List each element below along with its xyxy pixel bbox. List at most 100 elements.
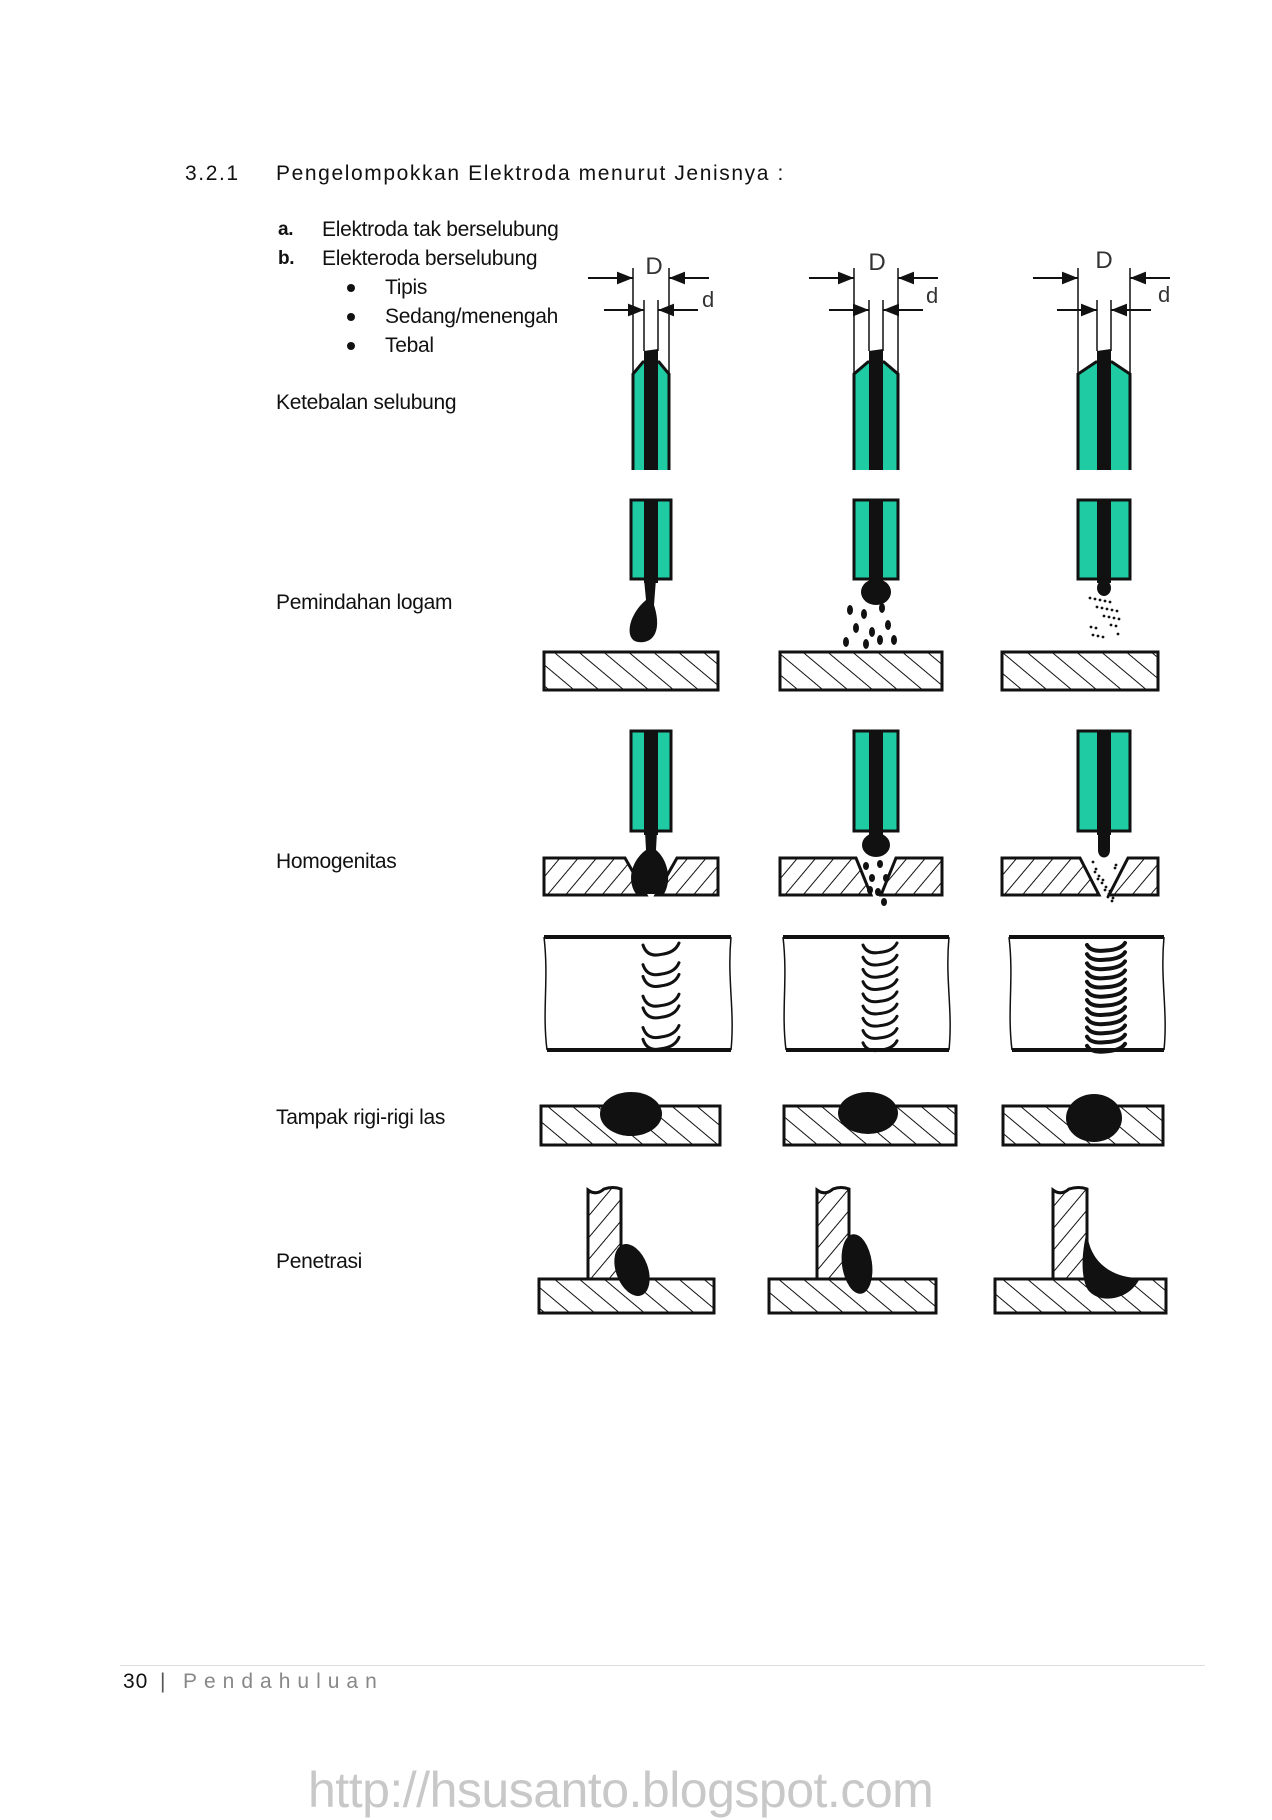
weld-ripple: [861, 1039, 899, 1053]
electrode-core: [869, 731, 883, 835]
plate-edge: [947, 936, 951, 1051]
weld-ripple: [641, 1035, 681, 1051]
grooved-plate-right: [878, 856, 944, 897]
spray-particle: [1106, 895, 1110, 899]
spatter-droplet: [869, 627, 875, 637]
bullet-icon: [347, 342, 355, 350]
section-title: Pengelompokkan Elektroda menurut Jenisny…: [276, 162, 785, 185]
weld-ripple: [1085, 968, 1127, 981]
base-plate: [1000, 650, 1160, 692]
sublist-item-tipis: Tipis: [385, 276, 428, 299]
spray-particle: [1100, 606, 1104, 610]
spray-particle: [1094, 867, 1098, 871]
outer-diameter-label: D: [1095, 247, 1112, 274]
spatter-droplet: [861, 609, 867, 619]
molten-droplet: [861, 579, 891, 605]
weld-ripple: [641, 972, 681, 988]
spatter-droplet: [843, 637, 849, 647]
spray-particle: [1095, 605, 1099, 609]
vertical-plate: [1051, 1186, 1089, 1281]
outer-diameter-label: D: [868, 249, 885, 276]
spray-particle: [1096, 634, 1100, 638]
weld-ripple: [1085, 1014, 1127, 1027]
spray-particle: [1110, 899, 1114, 903]
weld-ripple: [1085, 941, 1127, 953]
spray-particle: [1101, 635, 1105, 639]
spray-particle: [1114, 863, 1118, 867]
spatter-droplet: [869, 874, 875, 882]
weld-ripple: [861, 978, 899, 991]
weld-ripple: [1085, 996, 1127, 1008]
sublist-item-tebal: Tebal: [385, 334, 434, 357]
weld-ripple: [1085, 986, 1127, 999]
grooved-plate-left: [1000, 856, 1102, 897]
spray-particle: [1102, 614, 1106, 618]
spatter-droplet: [877, 635, 883, 645]
list-marker-b: b.: [278, 248, 295, 269]
spatter-droplet: [875, 888, 881, 896]
spray-particle: [1103, 599, 1107, 603]
spatter-droplet: [881, 898, 887, 906]
weld-ripple: [1085, 1005, 1127, 1018]
spray-particle: [1108, 600, 1112, 604]
spray-particle: [1094, 626, 1098, 630]
electrode-core: [644, 500, 658, 583]
electrode-core: [644, 349, 658, 470]
core-diameter-label: d: [926, 283, 938, 308]
weld-bead: [841, 1234, 873, 1294]
plate-edge: [543, 936, 548, 1051]
outer-diameter-label: D: [645, 253, 662, 280]
row-label-pemindahan: Pemindahan logam: [276, 591, 453, 614]
spray-particle: [1093, 597, 1097, 601]
chapter-name: Pendahuluan: [183, 1670, 384, 1693]
spatter-droplet: [877, 860, 883, 868]
grooved-plate-right: [1106, 856, 1160, 897]
bullet-icon: [347, 313, 355, 321]
spray-particle: [1116, 632, 1120, 636]
watermark-url: http://hsusanto.blogspot.com: [308, 1762, 934, 1818]
footer-divider: [120, 1665, 1205, 1666]
spray-particle: [1100, 881, 1104, 885]
spray-particle: [1101, 878, 1105, 882]
spatter-droplet: [863, 862, 869, 870]
electrode-core: [1097, 731, 1111, 835]
spray-particle: [1107, 615, 1111, 619]
sublist-item-sedang: Sedang/menengah: [385, 305, 558, 328]
weld-ripple: [1085, 959, 1127, 972]
spray-particle: [1098, 598, 1102, 602]
plate-edge: [729, 936, 733, 1051]
spatter-droplet: [879, 603, 885, 613]
vertical-plate: [815, 1186, 851, 1281]
spatter-droplet: [891, 635, 897, 645]
spray-particle: [1091, 633, 1095, 637]
spray-particle: [1109, 623, 1113, 627]
electrode-core: [869, 349, 883, 470]
spray-particle: [1113, 866, 1117, 870]
plate-edge: [782, 936, 787, 1051]
electrode-core: [869, 500, 883, 583]
weld-ripple: [861, 990, 899, 1004]
weld-ripple: [861, 953, 899, 967]
spray-particle: [1096, 877, 1100, 881]
weld-ripple: [641, 992, 681, 1008]
weld-pool: [631, 831, 669, 894]
weld-ripple: [1085, 950, 1127, 963]
spray-particle: [1111, 896, 1115, 900]
row-label-homogenitas: Homogenitas: [276, 850, 397, 873]
spray-particle: [1104, 885, 1108, 889]
spray-particle: [1088, 596, 1092, 600]
base-plate: [993, 1277, 1168, 1315]
spatter-droplet: [867, 886, 873, 894]
list-item-b: Elekteroda berselubung: [322, 247, 538, 270]
molten-droplet: [862, 833, 890, 857]
electrode-core: [644, 731, 658, 835]
weld-ripple: [1085, 1041, 1127, 1054]
weld-ripple: [641, 961, 681, 977]
molten-droplet: [629, 579, 658, 643]
weld-ripple: [641, 941, 681, 957]
spray-particle: [1108, 889, 1112, 893]
weld-ripple: [861, 1002, 899, 1016]
weld-bead: [600, 1092, 662, 1136]
base-plate: [778, 650, 944, 692]
